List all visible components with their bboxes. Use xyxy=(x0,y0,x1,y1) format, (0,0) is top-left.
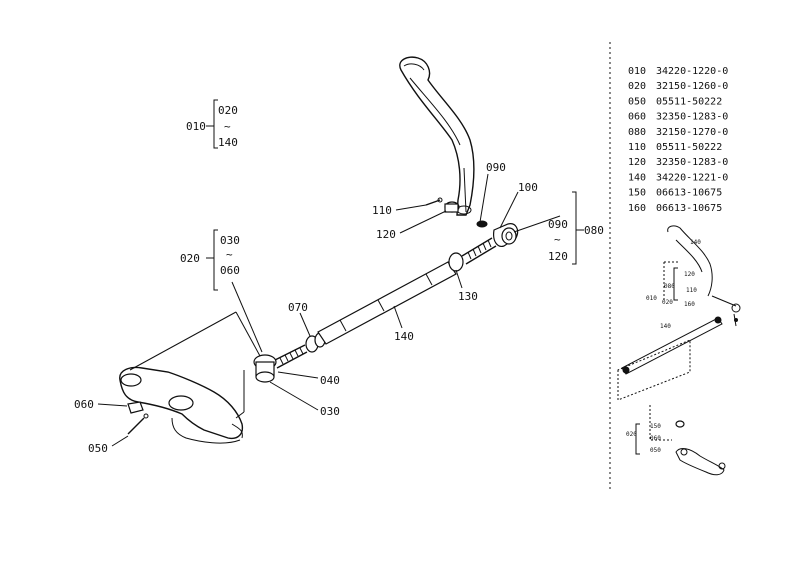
assembly-lines xyxy=(129,167,561,419)
mini-label-010: 010 xyxy=(646,295,657,302)
group-080-label: 080 xyxy=(584,224,604,237)
parts-list-number: 32350-1283-0 xyxy=(656,112,728,123)
group-020-from: 030 xyxy=(220,234,240,247)
group-020-label: 020 xyxy=(180,252,200,265)
tie-rod-end-right xyxy=(461,223,519,265)
group-020-to: 060 xyxy=(220,264,240,277)
parts-list-ref: 140 xyxy=(628,172,646,183)
group-080: 080 090 ~ 120 xyxy=(548,191,604,265)
group-010-from: 020 xyxy=(218,104,238,117)
dust-seal-090 xyxy=(476,220,488,228)
callout-050: 050 xyxy=(88,442,108,455)
pitman-arm xyxy=(399,56,475,216)
overview-thumbnail: 140 120 080 110 010 020 160 140 150 020 … xyxy=(617,225,741,476)
mini-label-080: 080 xyxy=(664,283,675,290)
group-010-tilde: ~ xyxy=(224,120,231,133)
mini-label-110: 110 xyxy=(686,287,697,294)
parts-list-number: 06613-10675 xyxy=(656,188,722,199)
tie-rod-tube xyxy=(317,261,457,345)
group-080-from: 090 xyxy=(548,218,568,231)
mini-label-160: 160 xyxy=(684,301,695,308)
parts-list-number: 34220-1221-0 xyxy=(656,172,728,183)
callout-110: 110 xyxy=(372,204,392,217)
callout-100: 100 xyxy=(518,181,538,194)
callout-070: 070 xyxy=(288,301,308,314)
group-020-tilde: ~ xyxy=(226,248,233,261)
group-010-to: 140 xyxy=(218,136,238,149)
parts-list-number: 05511-50222 xyxy=(656,96,722,107)
callout-090: 090 xyxy=(486,161,506,174)
callout-060: 060 xyxy=(74,398,94,411)
cotter-pin-upper xyxy=(425,197,443,206)
mini-label-050: 050 xyxy=(650,447,661,454)
mini-label-020a: 020 xyxy=(662,299,673,306)
group-020: 020 030 ~ 060 xyxy=(180,229,240,291)
parts-list-number: 32150-1260-0 xyxy=(656,81,728,92)
parts-list-ref: 110 xyxy=(628,142,646,153)
callout-040: 040 xyxy=(320,374,340,387)
castle-nut-upper xyxy=(444,201,460,213)
parts-list-number: 05511-50222 xyxy=(656,142,722,153)
mini-label-140a: 140 xyxy=(690,239,701,246)
callout-140: 140 xyxy=(394,330,414,343)
parts-list-number: 06613-10675 xyxy=(656,203,722,214)
callout-130: 130 xyxy=(458,290,478,303)
lock-nut-130 xyxy=(448,252,464,272)
mini-label-060: 060 xyxy=(650,435,661,442)
parts-list-ref: 010 xyxy=(628,66,646,77)
parts-list-ref: 160 xyxy=(628,203,646,214)
callout-030: 030 xyxy=(320,405,340,418)
tie-rod-end-left xyxy=(253,344,308,383)
parts-list-ref: 150 xyxy=(628,188,646,199)
mini-label-120: 120 xyxy=(684,271,695,278)
mini-label-020b: 020 xyxy=(626,431,637,438)
parts-list-ref: 080 xyxy=(628,127,646,138)
parts-list: 010 34220-1220-0 020 32150-1260-0 050 05511-5… xyxy=(628,66,728,214)
leader-lines xyxy=(97,173,519,447)
group-010: 010 020 ~ 140 xyxy=(186,99,238,149)
cotter-pin xyxy=(127,413,149,435)
group-080-to: 120 xyxy=(548,250,568,263)
callout-120: 120 xyxy=(376,228,396,241)
parts-list-ref: 020 xyxy=(628,81,646,92)
parts-list-number: 34220-1220-0 xyxy=(656,66,728,77)
group-080-tilde: ~ xyxy=(554,233,561,246)
parts-list-ref: 050 xyxy=(628,96,646,107)
part-callouts: 110 120 090 100 130 140 070 040 030 060 … xyxy=(74,161,538,455)
parts-list-number: 32350-1283-0 xyxy=(656,157,728,168)
mini-label-140b: 140 xyxy=(660,323,671,330)
parts-list-ref: 120 xyxy=(628,157,646,168)
castle-nut xyxy=(127,401,144,414)
parts-list-number: 32150-1270-0 xyxy=(656,127,728,138)
parts-list-ref: 060 xyxy=(628,112,646,123)
group-010-label: 010 xyxy=(186,120,206,133)
knuckle-arm xyxy=(119,366,244,444)
mini-label-150: 150 xyxy=(650,423,661,430)
